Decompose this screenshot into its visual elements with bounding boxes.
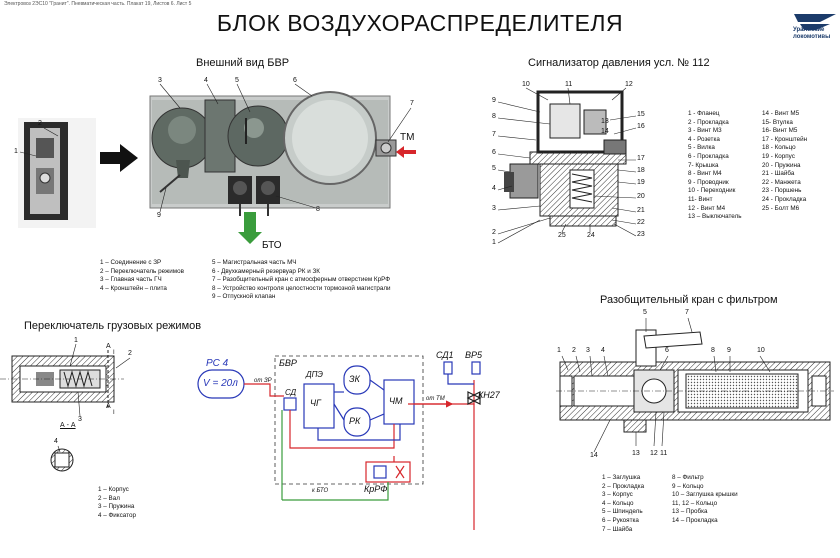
scheme-volume: V = 20л [203, 378, 238, 389]
callout-valve-12: 12 [650, 450, 658, 457]
callout-sig-1: 1 [492, 239, 496, 246]
callout-exterior-3: 3 [158, 77, 162, 84]
callout-switch-3: 3 [78, 416, 82, 423]
scheme-kn27: КН27 [478, 390, 500, 400]
callout-sig-25: 25 [558, 232, 566, 239]
callout-sig-17: 17 [637, 155, 645, 162]
scheme-vr5: ВР5 [465, 350, 483, 360]
callout-exterior-2: 2 [38, 120, 42, 127]
scheme-chm: ЧМ [389, 396, 403, 406]
callout-exterior-4: 4 [204, 77, 208, 84]
tm-label: ТМ [400, 132, 415, 143]
section-title-valve: Разобщительный кран с фильтром [600, 294, 778, 306]
callout-exterior-1: 1 [14, 148, 18, 155]
section-title-switch: Переключатель грузовых режимов [24, 320, 202, 332]
valve-diagram [556, 317, 834, 453]
scheme-rk: РК [349, 416, 361, 426]
signalizer-legend-right: 14 - Винт М5 15- Втулка 16- Винт М5 17 -… [762, 110, 808, 212]
callout-valve-11: 11 [660, 450, 668, 457]
callout-sig-13: 13 [601, 118, 609, 125]
bto-label: БТО [262, 240, 282, 251]
callout-sig-5: 5 [492, 165, 496, 172]
callout-valve-13: 13 [632, 450, 640, 457]
callout-sig-18: 18 [637, 167, 645, 174]
callout-exterior-5: 5 [235, 77, 239, 84]
callout-valve-9: 9 [727, 347, 731, 354]
pneumatic-scheme [197, 355, 482, 530]
switch-legend: 1 – Корпус 2 – Вал 3 – Пружина 4 – Фикса… [98, 486, 136, 519]
callout-sig-21: 21 [637, 207, 645, 214]
scheme-krrf: КрРФ [364, 484, 388, 494]
callout-sig-11: 11 [565, 81, 573, 88]
callout-sig-4: 4 [492, 185, 496, 192]
tm-arrow [396, 146, 416, 158]
callout-sig-19: 19 [637, 179, 645, 186]
callout-sig-12: 12 [625, 81, 633, 88]
callout-sig-6: 6 [492, 149, 496, 156]
scheme-pc4: РС 4 [206, 358, 229, 369]
callout-valve-7: 7 [685, 309, 689, 316]
section-mark-a-top: А [106, 343, 111, 350]
logo [794, 14, 836, 30]
callout-sig-20: 20 [637, 193, 645, 200]
section-mark-index-bottom: I [113, 410, 115, 416]
signalizer-legend-left: 1 - Фланец 2 - Прокладка 3 - Винт М3 4 -… [688, 110, 742, 221]
callout-sig-23: 23 [637, 231, 645, 238]
signalizer-diagram [497, 87, 637, 244]
callout-valve-14: 14 [590, 452, 598, 459]
switch-diagram [0, 343, 131, 472]
callout-sig-24: 24 [587, 232, 595, 239]
callout-valve-5: 5 [643, 309, 647, 316]
exterior-legend-left: 1 – Соединение с ЗР 2 – Переключатель ре… [100, 259, 184, 292]
direction-arrow [100, 144, 138, 172]
exterior-legend-right: 5 – Магистральная часть МЧ 6 - Двухкамер… [212, 259, 391, 301]
page-title: БЛОК ВОЗДУХОРАСПРЕДЕЛИТЕЛЯ [216, 10, 624, 36]
callout-switch-1: 1 [74, 337, 78, 344]
callout-exterior-8: 8 [316, 206, 320, 213]
scheme-sd: СД [285, 388, 297, 397]
callout-valve-4: 4 [601, 347, 605, 354]
scheme-k-bto: к БТО [312, 488, 329, 494]
valve-legend-right: 8 – Фильтр 9 – Кольцо 10 – Заглушка крыш… [672, 474, 738, 524]
section-mark-a-bottom: А [106, 403, 111, 410]
section-label-aa: А - А [60, 422, 76, 429]
callout-sig-16: 16 [637, 123, 645, 130]
bto-arrow [238, 212, 262, 244]
callout-sig-9: 9 [492, 97, 496, 104]
callout-sig-8: 8 [492, 113, 496, 120]
header-text: Электровоз 2ЭС10 "Гранит". Пневматическа… [4, 1, 192, 7]
section-mark-index-top: I [113, 350, 115, 356]
logo-text: Уральские локомотивы [793, 27, 831, 40]
scheme-chg: ЧГ [310, 398, 321, 408]
callout-exterior-7: 7 [410, 100, 414, 107]
scheme-zk: ЗК [349, 374, 360, 384]
callout-valve-3: 3 [586, 347, 590, 354]
callout-sig-15: 15 [637, 111, 645, 118]
callout-switch-2: 2 [128, 350, 132, 357]
callout-sig-10: 10 [522, 81, 530, 88]
section-title-exterior: Внешний вид БВР [196, 57, 290, 69]
callout-valve-8: 8 [711, 347, 715, 354]
scheme-bvr: БВР [279, 358, 297, 368]
callout-switch-4: 4 [54, 438, 58, 445]
callout-sig-2: 2 [492, 229, 496, 236]
callout-valve-10: 10 [757, 347, 765, 354]
scheme-dpe: ДПЭ [306, 370, 323, 379]
callout-exterior-9: 9 [157, 212, 161, 219]
scheme-sd1: СД1 [436, 350, 454, 360]
section-title-signalizer: Сигнализатор давления усл. № 112 [528, 57, 710, 69]
valve-legend-left: 1 – Заглушка 2 – Прокладка 3 – Корпус 4 … [602, 474, 645, 533]
callout-sig-3: 3 [492, 205, 496, 212]
exterior-view [18, 83, 416, 244]
callout-sig-14: 14 [601, 128, 609, 135]
callout-sig-22: 22 [637, 219, 645, 226]
callout-valve-2: 2 [572, 347, 576, 354]
callout-exterior-6: 6 [293, 77, 297, 84]
scheme-ot-tm: от ТМ [426, 396, 445, 402]
callout-valve-1: 1 [557, 347, 561, 354]
scheme-ot-zr: от ЗР [254, 378, 272, 384]
callout-sig-7: 7 [492, 131, 496, 138]
callout-valve-6: 6 [665, 347, 669, 354]
